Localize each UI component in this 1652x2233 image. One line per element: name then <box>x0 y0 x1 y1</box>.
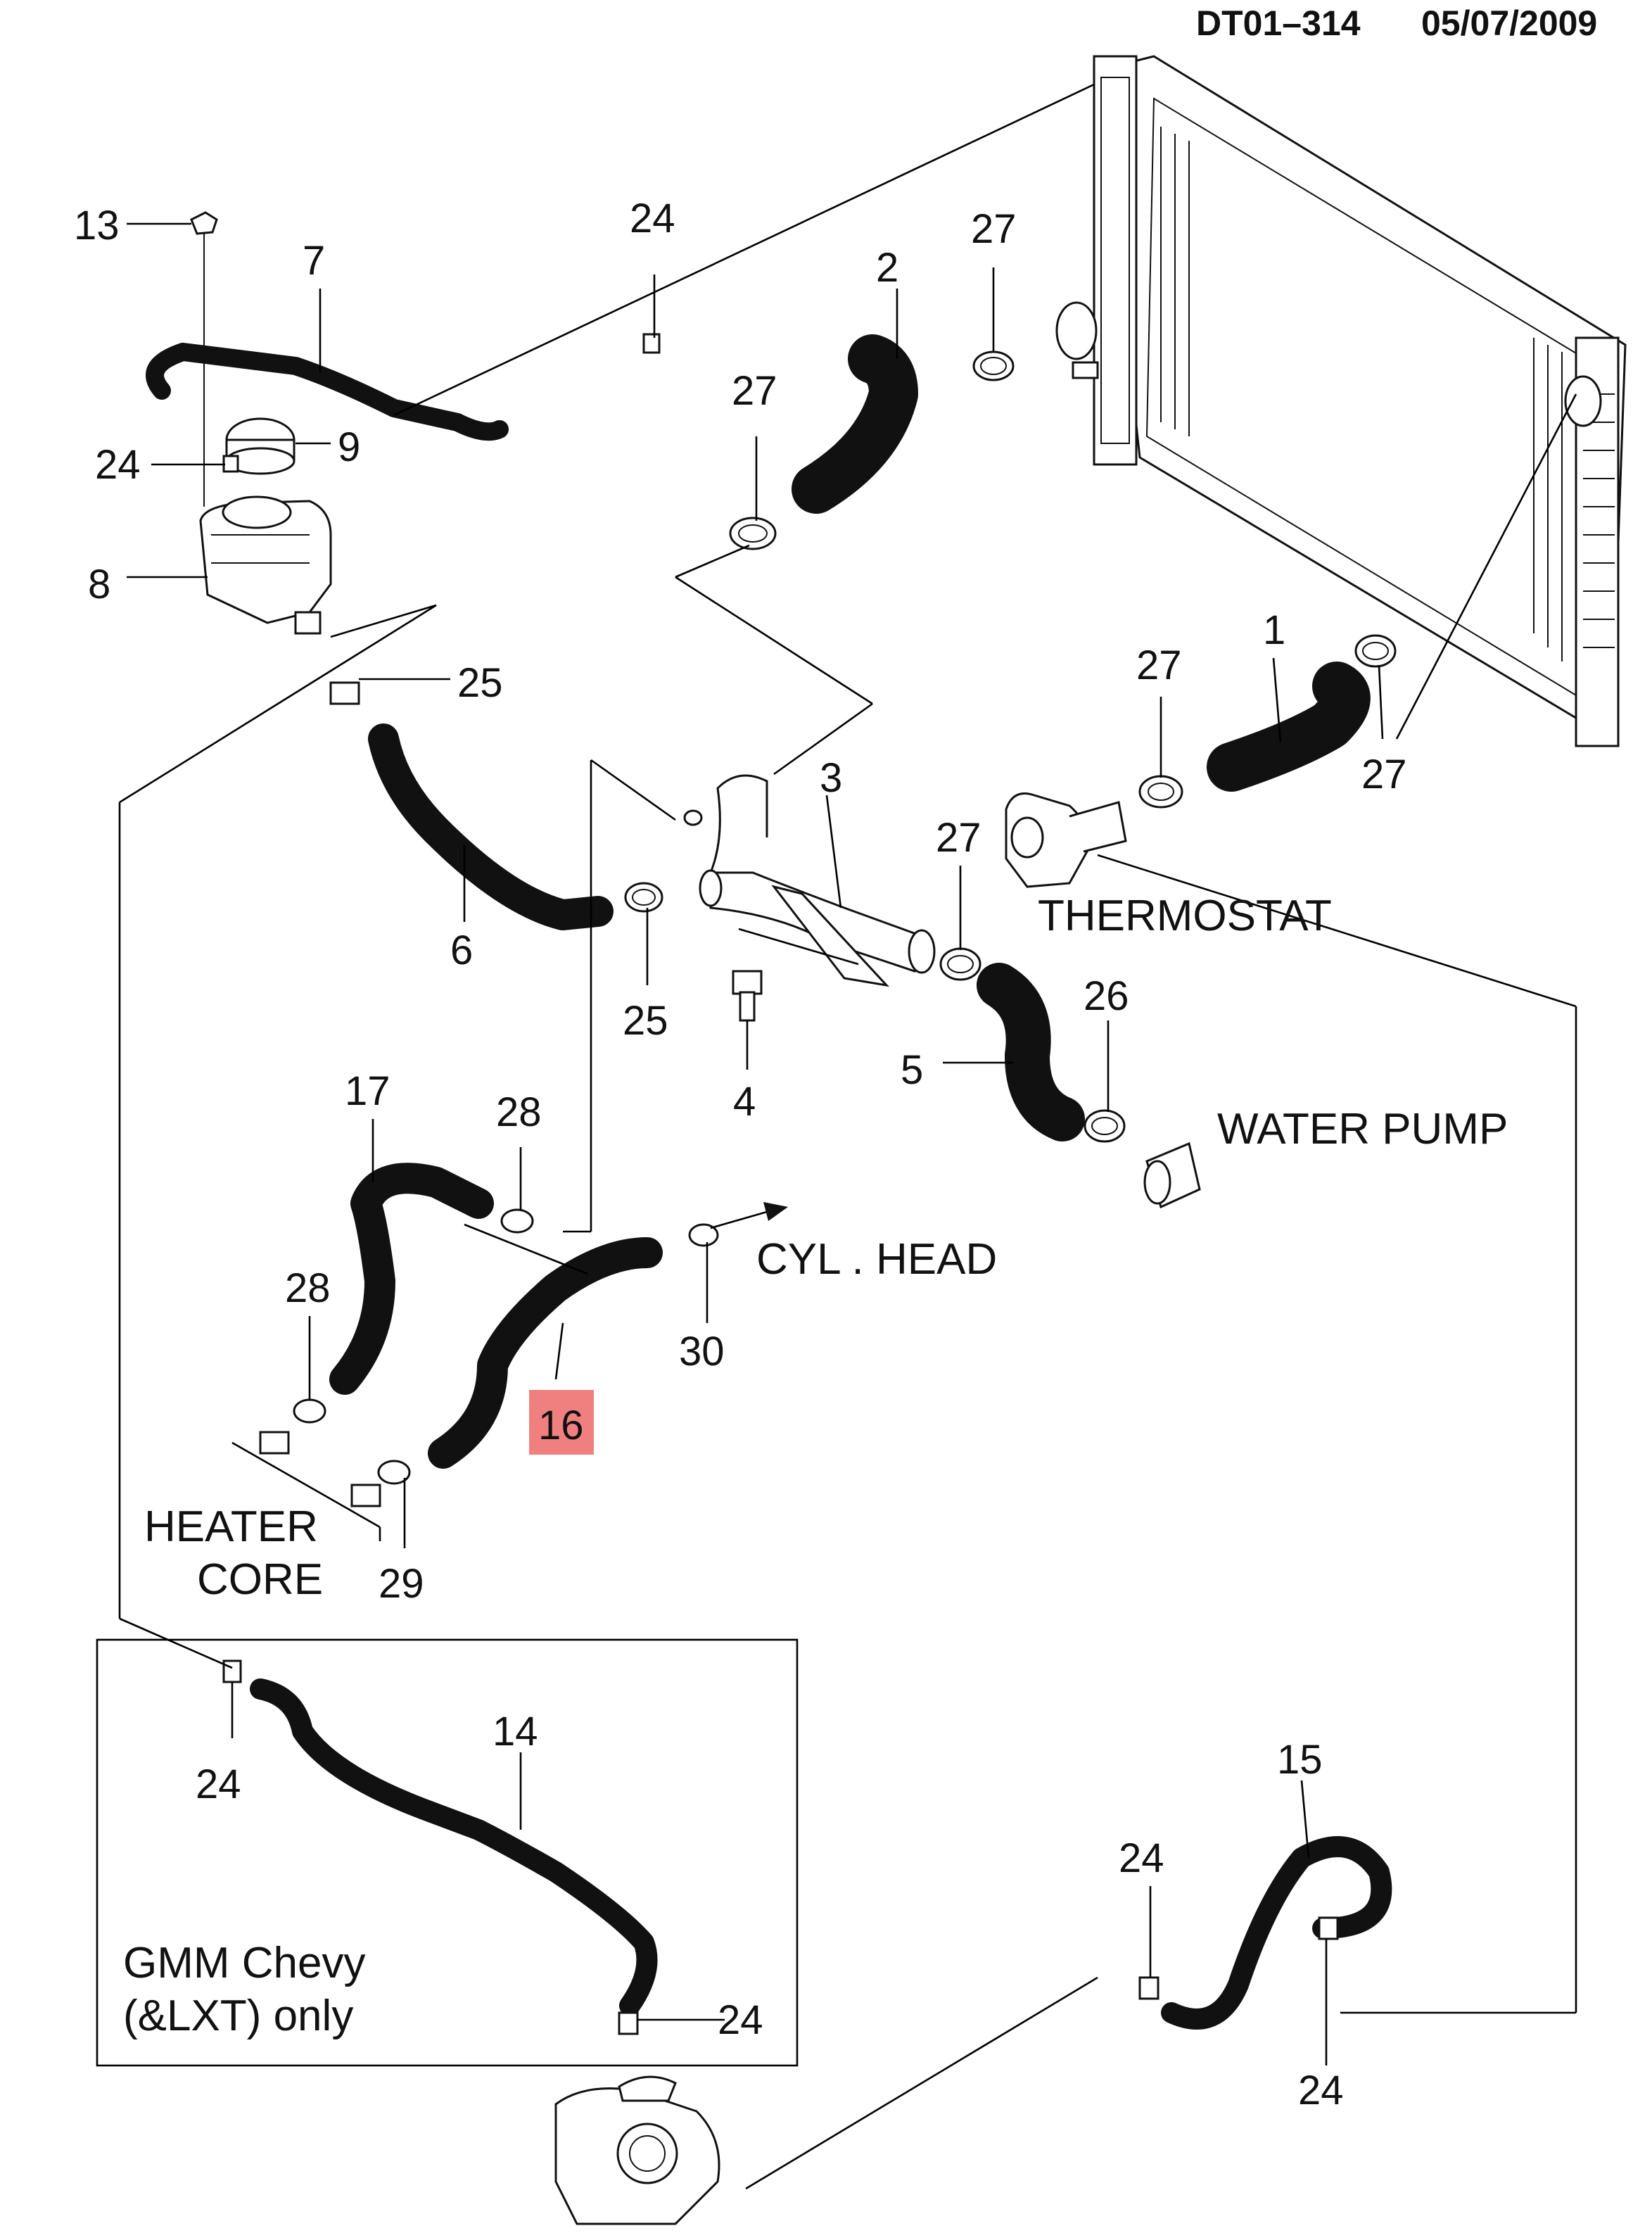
throttle-body <box>554 2075 720 2225</box>
clamp-28-left <box>293 1398 326 1424</box>
callout-27-mid: 27 <box>1136 643 1182 688</box>
heater-core-stubs <box>259 1431 381 1507</box>
callout-14: 14 <box>493 1709 538 1754</box>
callout-7: 7 <box>303 238 325 284</box>
callout-26: 26 <box>1084 973 1129 1019</box>
clip-24-box-low <box>618 2011 639 2035</box>
callout-24-tank: 24 <box>95 442 141 488</box>
callout-5: 5 <box>901 1047 923 1093</box>
callout-28-left: 28 <box>285 1265 331 1311</box>
clip-24-r-top <box>1138 1976 1159 2000</box>
radiator <box>1055 55 1627 747</box>
reservoir-cap <box>225 417 296 475</box>
callout-24-box-top: 24 <box>196 1761 241 1807</box>
clamp-27-right <box>1354 634 1397 668</box>
bolt-13 <box>190 211 218 507</box>
callout-27-left: 27 <box>732 368 777 414</box>
label-gmm-chevy: GMM Chevy <box>123 1939 365 1987</box>
callout-24-r-low: 24 <box>1298 2068 1344 2113</box>
callout-24-box-low: 24 <box>718 1997 763 2043</box>
cyl-head-arrow <box>710 1202 788 1229</box>
callout-24-top: 24 <box>630 196 675 241</box>
callout-25-low: 25 <box>623 998 668 1044</box>
callout-16: 16 <box>538 1403 584 1448</box>
clamp-26 <box>1084 1109 1126 1143</box>
clamp-27-top <box>972 350 1015 381</box>
clamp-25-low <box>624 882 663 913</box>
callout-25-tank: 25 <box>457 660 503 706</box>
callout-9: 9 <box>338 424 360 470</box>
callout-8: 8 <box>88 562 110 607</box>
clamp-27-pipe <box>939 947 981 981</box>
thermostat-housing <box>1005 792 1127 888</box>
expansion-tank <box>199 495 332 635</box>
clamp-29 <box>377 1460 411 1485</box>
callout-numbers: 13 7 24 2 27 27 24 9 8 25 1 27 27 3 27 6… <box>74 196 1407 2113</box>
bolt-4 <box>732 970 763 1022</box>
clip-24-top <box>642 333 661 354</box>
callout-28-top: 28 <box>496 1089 542 1135</box>
diagram-code: DT01–314 <box>1196 4 1361 43</box>
gmm-inset-box <box>96 1638 799 2067</box>
clamp-30 <box>688 1223 719 1247</box>
callout-27-right: 27 <box>1361 752 1407 797</box>
label-heater: HEATER <box>144 1503 318 1551</box>
callout-3: 3 <box>820 755 842 801</box>
callout-6: 6 <box>450 928 473 973</box>
callout-15: 15 <box>1277 1737 1323 1783</box>
clamp-27-mid <box>1138 775 1183 809</box>
diagram-date: 05/07/2009 <box>1421 4 1597 43</box>
callout-27-top: 27 <box>971 206 1017 252</box>
clip-24-box-top <box>222 1659 242 1683</box>
callout-17: 17 <box>345 1068 390 1114</box>
callout-1: 1 <box>1263 607 1285 653</box>
text-labels: THERMOSTAT WATER PUMP CYL . HEAD HEATER … <box>123 892 1508 2040</box>
callout-27-pipe: 27 <box>936 815 981 861</box>
leader-lines <box>118 83 1577 2190</box>
label-water-pump: WATER PUMP <box>1217 1105 1508 1153</box>
water-pump-inlet <box>1143 1141 1201 1209</box>
callout-16-highlight <box>529 1390 594 1455</box>
callout-24-r-top: 24 <box>1119 1835 1164 1881</box>
callout-4: 4 <box>733 1079 756 1125</box>
clip-24-r-low <box>1318 1916 1339 1940</box>
callout-13: 13 <box>74 203 120 248</box>
label-lxt-only: (&LXT) only <box>123 1992 353 2040</box>
label-core: CORE <box>197 1555 323 1604</box>
callout-29: 29 <box>379 1561 424 1607</box>
label-cyl-head: CYL . HEAD <box>756 1235 997 1284</box>
clamp-28-top <box>500 1208 534 1234</box>
callout-2: 2 <box>876 245 898 291</box>
clamp-25-tank <box>329 681 360 705</box>
callout-30: 30 <box>679 1329 725 1374</box>
clamp-27-left <box>729 517 777 550</box>
label-thermostat: THERMOSTAT <box>1038 892 1332 940</box>
coolant-pipe-3 <box>683 774 936 987</box>
clip-24-tank <box>222 455 239 473</box>
